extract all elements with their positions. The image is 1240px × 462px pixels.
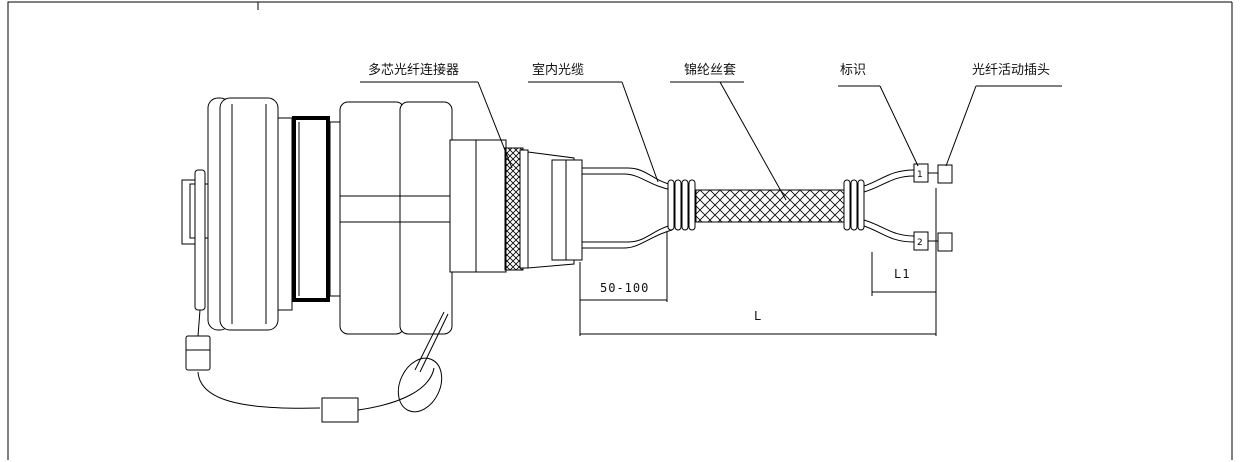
leader-lines [360,81,1062,201]
marker-1: 1 [913,163,929,183]
fiber-plugs: 1 2 [913,163,953,336]
dim-branch-length: L1 [894,267,910,281]
indoor-fiber-cable [582,167,915,249]
label-marker: 标识 [840,63,866,78]
dimensions: 50-100 L L1 [579,232,936,336]
marker-1-label: 1 [917,170,923,180]
dim-50-100: 50-100 [600,281,649,295]
multicore-fiber-connector [181,97,583,335]
label-connector: 多芯光纤连接器 [368,62,459,78]
marker-2-label: 2 [917,238,923,248]
dim-total-length: L [754,309,762,323]
dust-cap-lanyard [185,309,449,423]
label-nylon-sleeve: 锦纶丝套 [684,62,736,78]
callout-labels: 多芯光纤连接器 室内光缆 锦纶丝套 标识 光纤活动插头 [368,62,1050,78]
fiber-plug-1 [937,164,953,184]
marker-2: 2 [913,231,929,251]
label-fiber-plug: 光纤活动插头 [972,63,1050,78]
drawing-frame [7,1,1233,460]
fiber-plug-2 [937,232,953,252]
label-indoor-cable: 室内光缆 [532,62,584,78]
